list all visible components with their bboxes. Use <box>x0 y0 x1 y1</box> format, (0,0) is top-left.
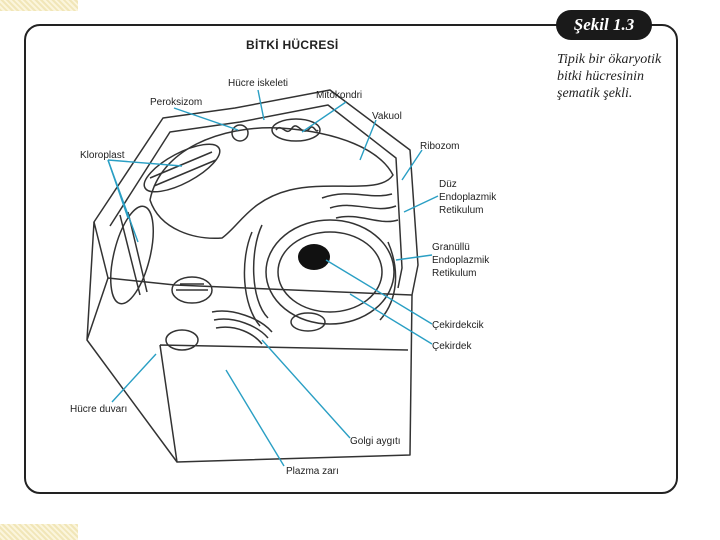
label-plazma-zari: Plazma zarı <box>286 466 339 477</box>
nucleolus <box>298 244 330 270</box>
cell-wall-top <box>93 89 419 296</box>
figure-caption: Tipik bir ökaryotik bitki hücresinin şem… <box>557 51 675 102</box>
label-duz-er-1: Düz <box>439 179 457 190</box>
label-granullu-er-3: Retikulum <box>432 268 476 279</box>
corner-decoration-top <box>0 0 78 11</box>
label-granullu-er-1: Granüllü <box>432 242 470 253</box>
golgi-apparatus <box>211 310 273 345</box>
caption-line-2: bitki hücresinin <box>557 69 644 84</box>
caption-line-1: Tipik bir ökaryotik <box>557 52 662 67</box>
label-mitokondri: Mitokondri <box>316 90 362 101</box>
cell-wall-inner <box>109 104 403 289</box>
label-cekirdek: Çekirdek <box>432 341 472 352</box>
label-peroksizom: Peroksizom <box>150 97 202 108</box>
cell-wall-outer <box>86 221 413 463</box>
corner-decoration-bottom <box>0 524 78 540</box>
figure-title: BİTKİ HÜCRESİ <box>246 38 339 52</box>
cell-drawing <box>86 89 419 463</box>
cell-wall-front <box>159 344 409 463</box>
peroxisome <box>231 124 249 142</box>
mitochondrion-3 <box>165 329 199 351</box>
chloroplast-group <box>110 143 221 305</box>
nucleus-inner <box>277 231 383 313</box>
figure-frame <box>24 24 678 494</box>
label-kloroplast: Kloroplast <box>80 150 125 161</box>
label-ribozom: Ribozom <box>420 141 459 152</box>
label-cekirdekcik: Çekirdekcik <box>432 320 485 331</box>
label-duz-er-3: Retikulum <box>439 205 483 216</box>
label-vakuol: Vakuol <box>372 111 402 122</box>
leader-lines <box>107 89 439 467</box>
caption-line-3: şematik şekli. <box>557 86 633 101</box>
mitochondrion-1 <box>271 118 321 142</box>
smooth-er <box>321 193 399 223</box>
mitochondrion-2 <box>290 312 326 332</box>
label-golgi: Golgi aygıtı <box>350 436 401 447</box>
figure-badge: Şekil 1.3 <box>556 10 652 40</box>
label-hucre-duvari: Hücre duvarı <box>70 404 127 415</box>
label-hucre-iskeleti: Hücre iskeleti <box>228 78 288 89</box>
label-duz-er-2: Endoplazmik <box>439 192 497 203</box>
label-granullu-er-2: Endoplazmik <box>432 255 490 266</box>
nucleus-outer <box>265 219 395 325</box>
